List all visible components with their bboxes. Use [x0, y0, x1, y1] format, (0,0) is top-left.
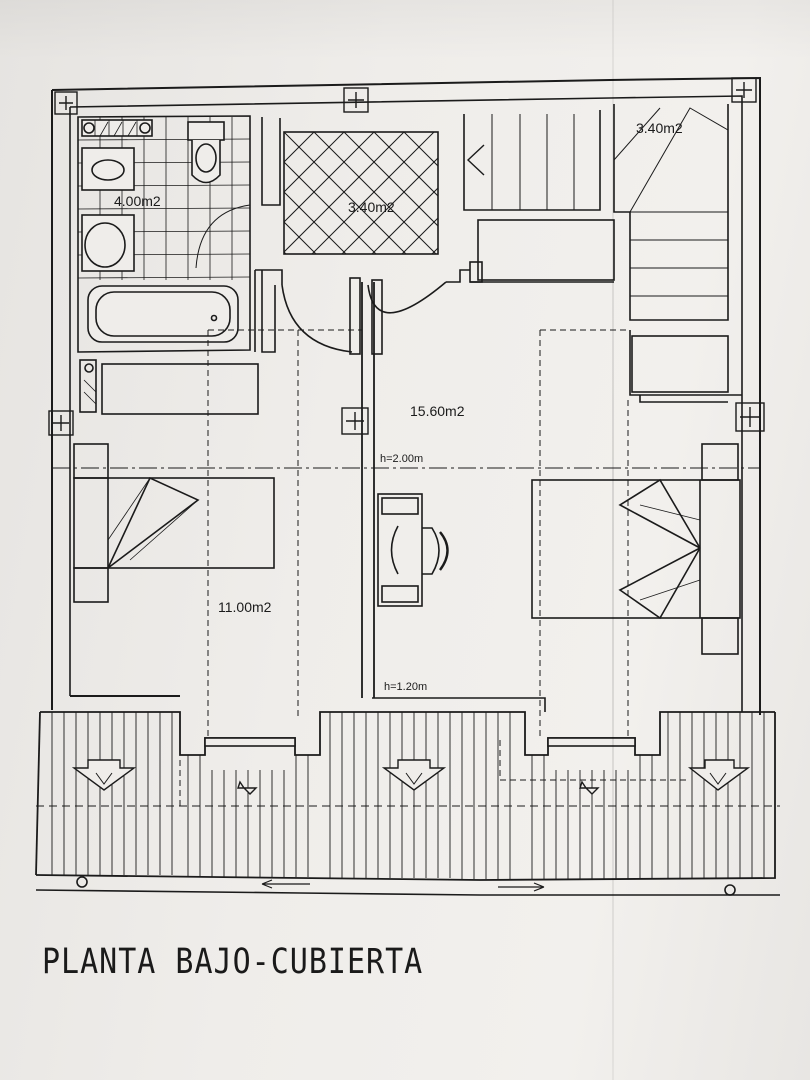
paper-shadow: [0, 0, 810, 60]
paper-fold: [612, 0, 614, 1080]
bathroom: [77, 115, 281, 353]
stairs-area-label: 3.40m2: [636, 120, 683, 136]
plan-caption: PLANTA BAJO-CUBIERTA: [42, 942, 424, 983]
left-bed: [73, 443, 275, 603]
height-label-lower: h=1.20m: [384, 681, 427, 693]
interior-walls: [79, 270, 742, 712]
hall-area-label: 3.40m2: [348, 199, 395, 215]
outer-walls: [51, 76, 761, 715]
room-labels: 4.00m2 3.40m2 3.40m2 15.60m2 11.00m2 h=2…: [114, 120, 683, 693]
right-bed: [531, 443, 741, 655]
terrace: [35, 711, 780, 896]
height-label-upper: h=2.00m: [380, 453, 423, 465]
hall: [255, 131, 470, 355]
bath-area-label: 4.00m2: [114, 193, 161, 209]
structural-markers: [48, 77, 765, 436]
desk-chair: [377, 493, 449, 607]
central-room-area-label: 15.60m2: [410, 403, 465, 419]
left-bedroom-area-label: 11.00m2: [218, 599, 272, 615]
staircase: [463, 104, 729, 321]
